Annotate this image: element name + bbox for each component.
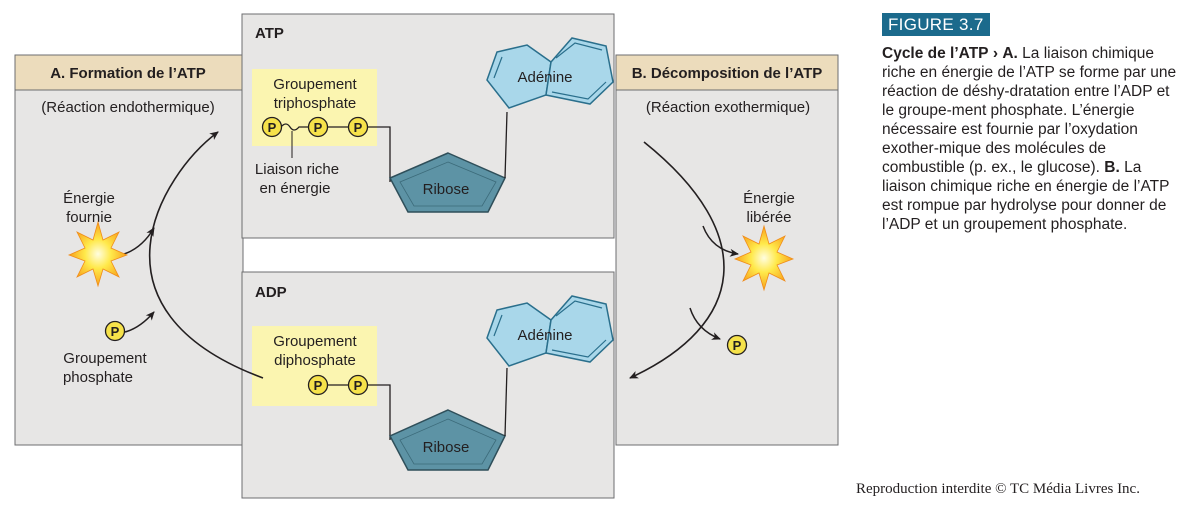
phosphate-group-label-line1: Groupement: [63, 350, 147, 367]
formation-panel-header: [14, 54, 244, 91]
diphosphate-label-line2: diphosphate: [274, 352, 356, 369]
caption-text-b: La liaison chimique riche en énergie de …: [882, 159, 1170, 233]
figure-number-tag: FIGURE 3.7: [882, 13, 990, 36]
energy-supplied-label-line2: fournie: [66, 209, 112, 226]
triphosphate-label-line2: triphosphate: [274, 95, 357, 112]
caption-text-a: La liaison chimique riche en énergie de …: [882, 45, 1177, 176]
phosphate-circle: P: [347, 116, 369, 138]
adenine-rings: [486, 295, 614, 367]
adp-molecule-box: ADP Groupement diphosphate P P Ribose Ad…: [241, 271, 615, 499]
adp-title: ADP: [255, 284, 287, 301]
svg-text:P: P: [314, 378, 323, 393]
figure-caption: Cycle de l’ATP › A. La liaison chimique …: [882, 44, 1182, 234]
svg-text:P: P: [354, 378, 363, 393]
ribose-pentagon: [388, 409, 507, 471]
ribose-inner-line: [399, 418, 497, 465]
ribose-inner-line: [399, 161, 497, 207]
diphosphate-label-line1: Groupement: [273, 333, 357, 350]
formation-cycle-arrow: [148, 131, 264, 379]
decomposition-panel-header: [615, 54, 839, 91]
endothermic-label: (Réaction endothermique): [41, 99, 214, 116]
atp-molecule-box: ATP Groupement triphosphate P P P Liaiso…: [241, 13, 615, 239]
energy-input-arrow: [123, 227, 155, 255]
triphosphate-label-line1: Groupement: [273, 76, 357, 93]
ribose-label: Ribose: [423, 439, 470, 456]
energy-burst-icon: [733, 224, 795, 292]
decomposition-cycle-arrow: [629, 141, 725, 379]
adenine-rings: [486, 37, 614, 109]
energy-release-arrow: [702, 225, 739, 257]
svg-text:P: P: [733, 338, 742, 353]
phosphate-circle: P: [307, 116, 329, 138]
phosphate-group-label-line2: phosphate: [63, 369, 133, 386]
decomposition-panel: B. Décomposition de l’ATP (Réaction exot…: [615, 54, 839, 446]
svg-text:P: P: [354, 120, 363, 135]
phosphate-circle: P: [261, 116, 283, 138]
caption-label-b: B.: [1104, 159, 1120, 176]
energy-released-label-line2: libérée: [746, 209, 791, 226]
formation-panel-bg: [14, 54, 244, 446]
adenine-label: Adénine: [517, 69, 572, 86]
phosphate-circle: P: [347, 374, 369, 396]
formation-title: A. Formation de l’ATP: [50, 65, 206, 82]
formation-panel: A. Formation de l’ATP (Réaction endother…: [14, 54, 244, 446]
decomposition-title: B. Décomposition de l’ATP: [632, 65, 823, 82]
atp-title: ATP: [255, 25, 284, 42]
svg-text:P: P: [314, 120, 323, 135]
caption-label-a: A.: [1002, 45, 1018, 62]
phosphate-ribose-link: [368, 384, 391, 440]
svg-text:P: P: [268, 120, 277, 135]
phosphate-input-arrow: [124, 311, 155, 333]
copyright-notice: Reproduction interdite © TC Média Livres…: [856, 481, 1140, 497]
caption-title: Cycle de l’ATP: [882, 45, 989, 62]
free-phosphate-input: P: [104, 320, 126, 342]
svg-text:P: P: [111, 324, 120, 339]
decomposition-panel-bg: [615, 54, 839, 446]
bond-label-line2: en énergie: [260, 180, 331, 197]
ribose-adenine-link: [504, 111, 508, 179]
energy-released-label-line1: Énergie: [743, 190, 795, 207]
free-phosphate-released: P: [726, 334, 748, 356]
exothermic-label: (Réaction exothermique): [646, 99, 810, 116]
adenine-label: Adénine: [517, 327, 572, 344]
high-energy-bond: [280, 123, 309, 131]
caption-arrow: ›: [992, 45, 999, 62]
phosphate-release-arrow: [689, 307, 721, 340]
bond-label-line1: Liaison riche: [255, 161, 339, 178]
ribose-label: Ribose: [423, 181, 470, 198]
energy-supplied-label-line1: Énergie: [63, 190, 115, 207]
ribose-pentagon: [388, 152, 507, 213]
energy-burst-icon: [67, 220, 129, 288]
ribose-adenine-link: [504, 367, 508, 437]
phosphate-circle: P: [307, 374, 329, 396]
phosphate-ribose-link: [368, 126, 391, 182]
